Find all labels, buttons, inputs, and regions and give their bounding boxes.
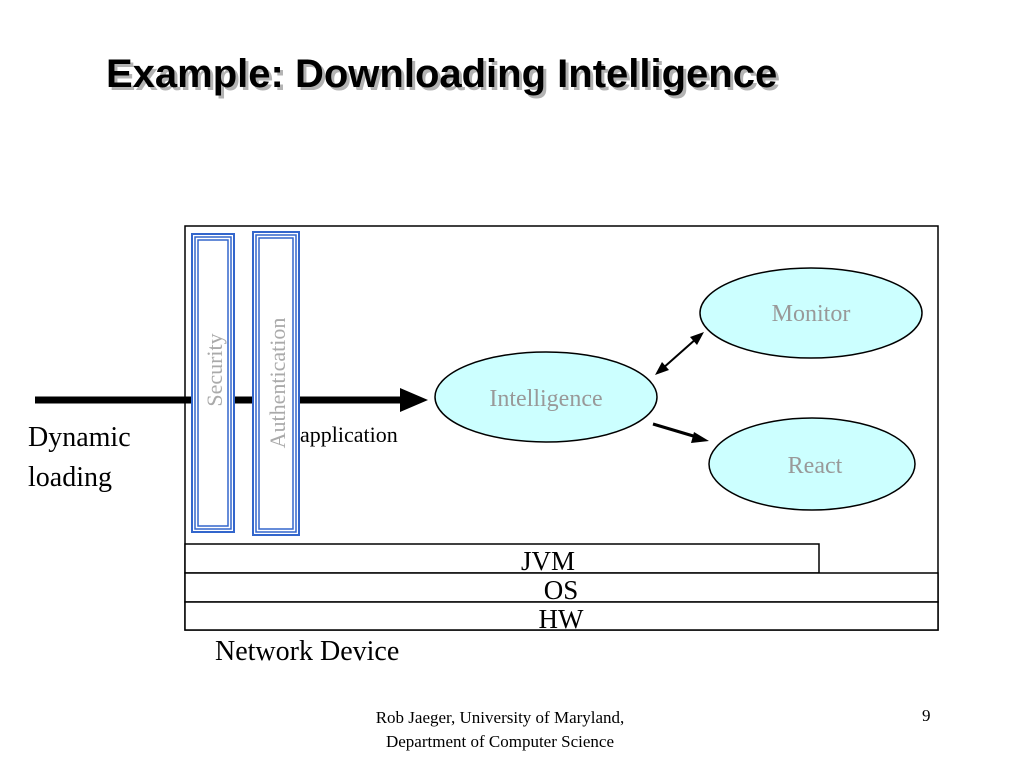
monitor-node xyxy=(699,267,923,359)
authentication-filter xyxy=(252,231,300,536)
intelligence-node xyxy=(434,351,658,443)
footer-credit-line1: Rob Jaeger, University of Maryland, xyxy=(375,708,625,727)
jvm-layer-box xyxy=(184,543,820,574)
network-device-label: Network Device xyxy=(215,636,399,667)
os-label: OS xyxy=(544,575,579,605)
react-node xyxy=(708,417,916,511)
intelligence-label: Intelligence xyxy=(489,386,602,412)
hw-layer-box xyxy=(184,601,939,631)
react-label: React xyxy=(788,453,843,479)
hw-label: HW xyxy=(539,604,584,634)
intelligence-react-arrow xyxy=(652,422,701,440)
jvm-label: JVM xyxy=(521,546,575,576)
react-arrowhead xyxy=(691,432,709,443)
monitor-arrowhead xyxy=(690,332,704,345)
slide-title: Example: Downloading Intelligence xyxy=(106,52,778,96)
intelligence-arrowhead xyxy=(655,362,669,375)
security-label: Security xyxy=(202,333,227,406)
os-layer-box xyxy=(184,572,939,603)
dynamic-loading-label-line2: loading xyxy=(28,462,112,493)
footer-credit: Rob Jaeger, University of Maryland, Depa… xyxy=(330,706,670,754)
monitor-label: Monitor xyxy=(772,301,851,327)
dynamic-loading-label-line1: Dynamic xyxy=(28,422,131,453)
authentication-label: Authentication xyxy=(265,318,290,449)
intelligence-monitor-arrow xyxy=(661,337,698,370)
page-number: 9 xyxy=(922,706,931,725)
security-filter xyxy=(191,233,235,533)
footer-credit-line2: Department of Computer Science xyxy=(385,732,614,751)
application-label: application xyxy=(300,422,398,447)
dynamic-loading-arrowhead xyxy=(400,388,428,412)
